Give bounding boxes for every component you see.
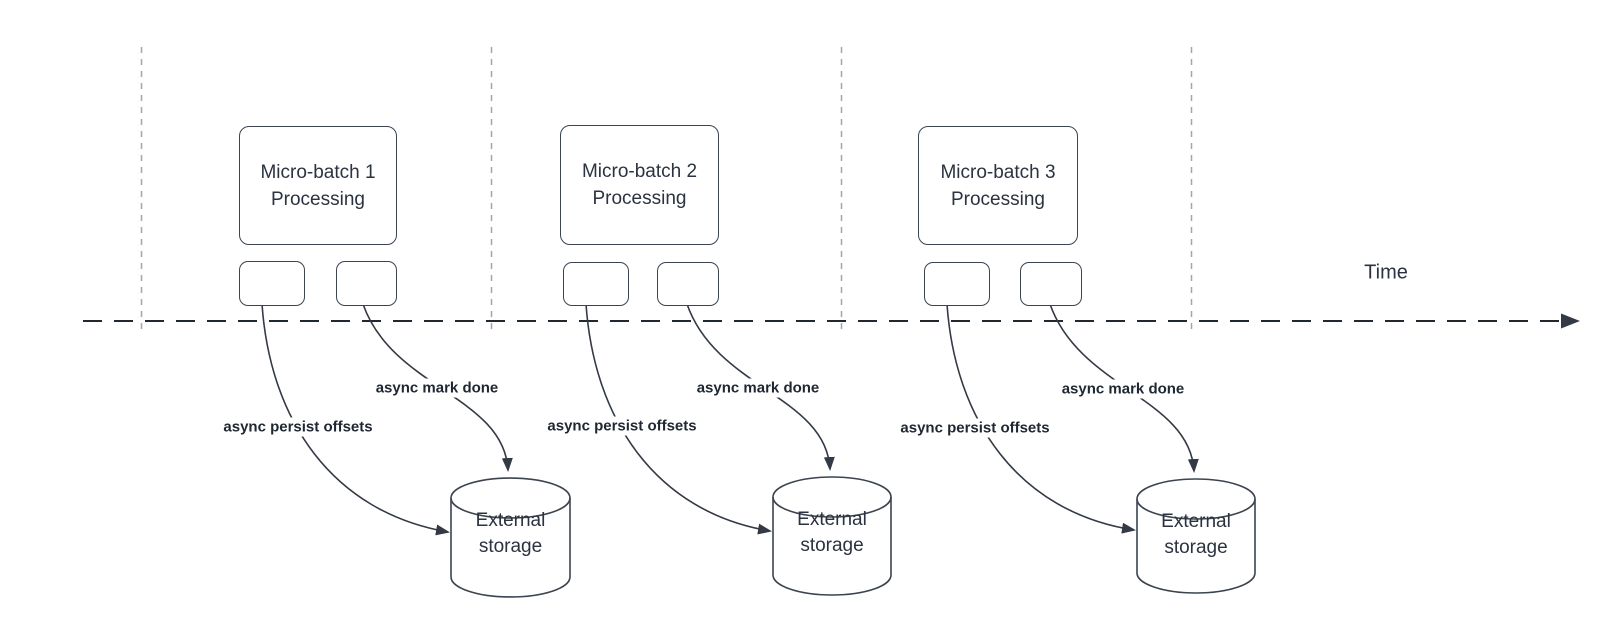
mark-done-label-3: async mark done xyxy=(1057,379,1189,399)
time-axis-label: Time xyxy=(1364,261,1408,284)
mark-done-label-2: async mark done xyxy=(692,378,824,398)
done-task-box-1 xyxy=(336,261,397,306)
persist-offsets-label-1: async persist offsets xyxy=(219,417,377,437)
persist-offsets-label-3: async persist offsets xyxy=(896,418,1054,438)
persist-offsets-label-2: async persist offsets xyxy=(543,416,701,436)
persist-task-box-1 xyxy=(239,261,305,306)
external-storage-label-2: External storage xyxy=(797,509,867,556)
done-task-box-2 xyxy=(657,262,719,306)
time-axis-arrowhead-icon xyxy=(1561,313,1580,329)
microbatch-1-box: Micro-batch 1 Processing xyxy=(239,126,397,245)
microbatch-3-title: Micro-batch 3 Processing xyxy=(940,161,1056,210)
microbatch-2-box: Micro-batch 2 Processing xyxy=(560,125,719,245)
storage-cylinder-1 xyxy=(450,477,571,598)
external-storage-label-1: External storage xyxy=(475,510,546,557)
persist-offsets-arrow-3 xyxy=(946,303,1136,534)
persist-task-box-3 xyxy=(924,262,990,306)
storage-cylinder-3 xyxy=(1136,478,1256,594)
mark-done-label-1: async mark done xyxy=(371,378,503,398)
persist-task-box-2 xyxy=(563,262,629,306)
persist-offsets-arrow-1 xyxy=(261,303,450,536)
done-task-box-3 xyxy=(1020,262,1082,306)
external-storage-label-3: External storage xyxy=(1161,511,1231,558)
persist-offsets-arrow-2 xyxy=(585,303,772,535)
storage-cylinder-2 xyxy=(772,476,892,596)
microbatch-1-title: Micro-batch 1 Processing xyxy=(260,161,376,210)
microbatch-3-box: Micro-batch 3 Processing xyxy=(918,126,1078,245)
microbatch-2-title: Micro-batch 2 Processing xyxy=(581,161,698,209)
